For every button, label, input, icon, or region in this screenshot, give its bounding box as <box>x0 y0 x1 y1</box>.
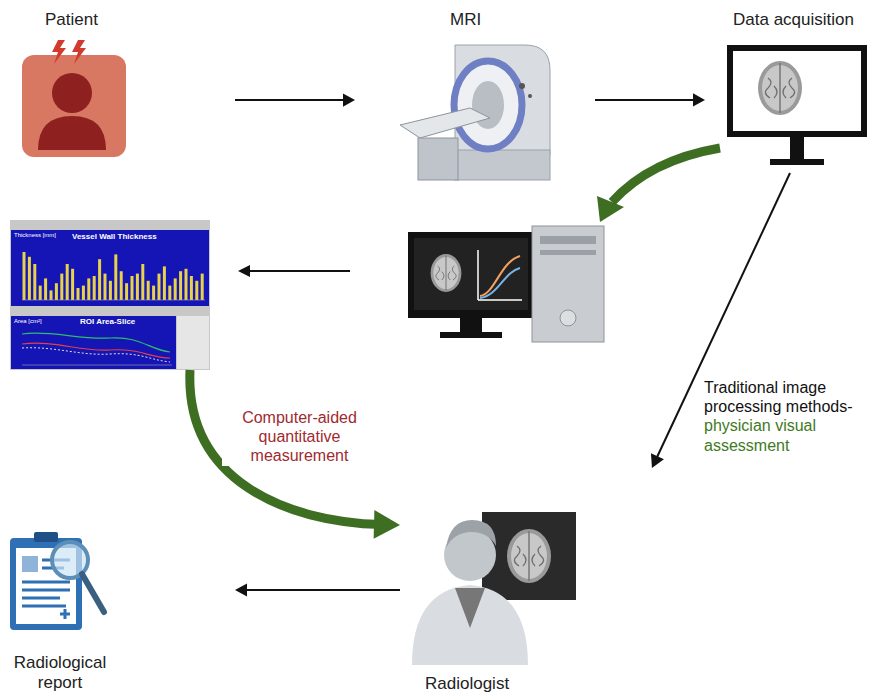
node-text: Radiologist <box>425 674 509 694</box>
connector <box>595 99 697 101</box>
node-text: Data acquisition <box>733 10 854 30</box>
patient-node: Patient <box>15 5 235 165</box>
data-acquisition-node: Data acquisition <box>705 5 873 173</box>
axis-label: Thickness [mm] <box>14 232 56 239</box>
mri-scanner <box>400 45 550 180</box>
axis-label: Area [cm²] <box>14 318 42 325</box>
arrow-head <box>343 93 355 106</box>
arrow-head <box>693 93 705 106</box>
edge-label: Computer-aided quantitative measurement <box>222 408 377 466</box>
arrow-head <box>235 583 247 596</box>
mri-node: MRI <box>355 5 595 185</box>
report-icon <box>10 532 104 630</box>
monitor-icon <box>727 45 867 165</box>
connector <box>190 370 382 525</box>
chart-panel: Vessel Wall ThicknessROI Area-Slice <box>10 220 210 370</box>
computer-icon <box>408 226 604 342</box>
node-text: Patient <box>45 10 98 30</box>
node-text: ROI Area-Slice <box>80 317 135 326</box>
node-text: Radiological report <box>5 653 115 694</box>
node-text: Vessel Wall Thickness <box>72 232 157 241</box>
radiologist-node: Radiologist <box>400 468 660 698</box>
arrow-head <box>651 453 664 468</box>
radiologist-figure <box>412 512 576 665</box>
note-text: physician visual assessment <box>704 416 872 454</box>
arrow-head <box>597 196 624 222</box>
patient-icon <box>22 40 126 157</box>
chart-screenshot <box>10 220 210 370</box>
workflow-arrow <box>612 148 720 202</box>
edge-label: Traditional image processing methods- <box>704 378 872 416</box>
report-node: Radiological report <box>5 520 235 700</box>
connector <box>235 99 347 101</box>
arrow-head <box>374 510 400 539</box>
connector <box>243 589 400 591</box>
node-text: MRI <box>450 10 481 30</box>
